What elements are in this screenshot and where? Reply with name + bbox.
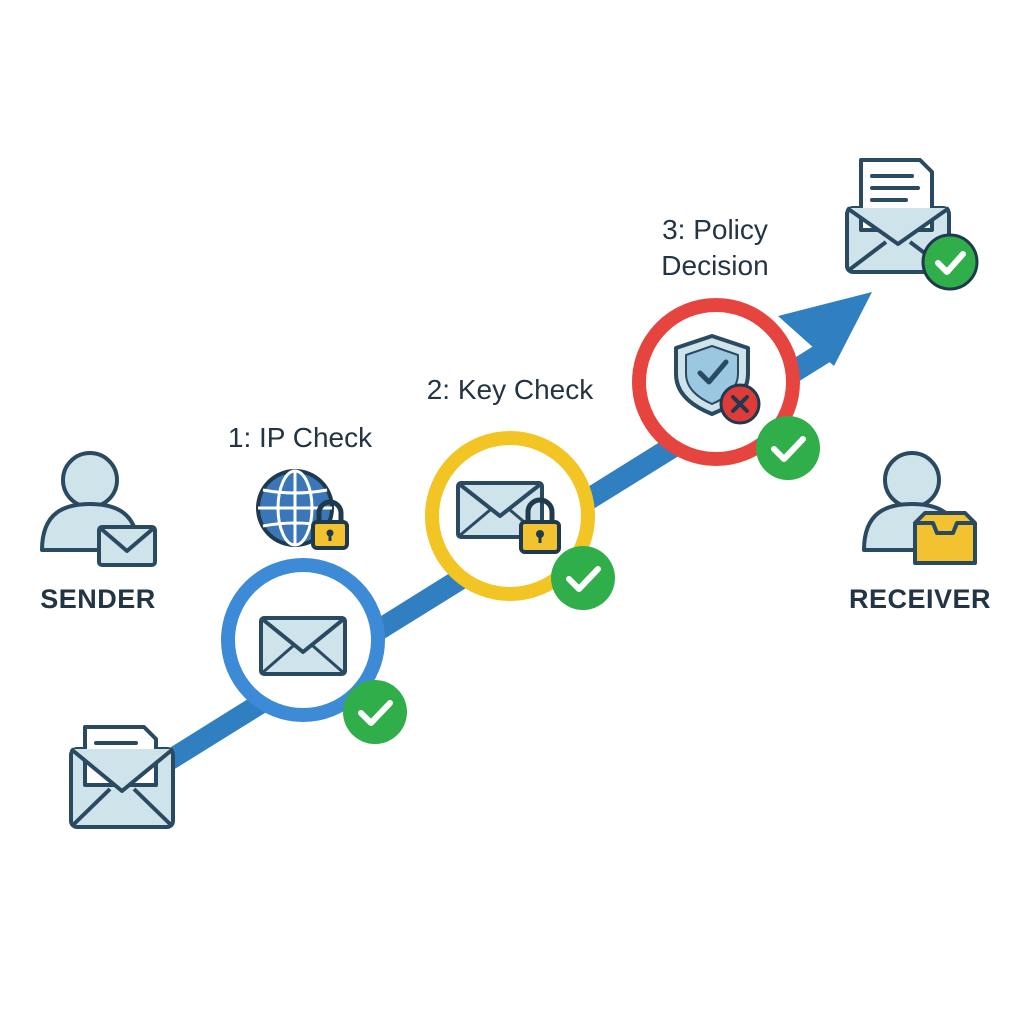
step3-label-line2: Decision <box>661 250 769 282</box>
step1-check-badge-icon <box>343 680 407 744</box>
step1-envelope-icon <box>259 616 347 676</box>
receiver-inbox-icon <box>913 511 977 565</box>
sender-label: SENDER <box>40 584 156 614</box>
step1-lock-icon <box>311 499 349 550</box>
step3-label-line1: 3: Policy <box>662 214 768 245</box>
end-check-badge-icon <box>921 233 979 291</box>
fail-x-badge-icon <box>719 383 761 425</box>
step1-label: 1: IP Check <box>227 422 373 453</box>
step2-check-badge-icon <box>551 546 615 610</box>
step2-lock-icon <box>519 497 561 554</box>
step3-check-badge-icon <box>756 416 820 480</box>
step3-label: 3: Policy Decision <box>600 212 830 285</box>
sender-envelope-icon <box>97 525 157 567</box>
step2-label: 2: Key Check <box>426 374 594 405</box>
start-envelope-icon <box>69 725 175 829</box>
receiver-label: RECEIVER <box>848 584 992 614</box>
